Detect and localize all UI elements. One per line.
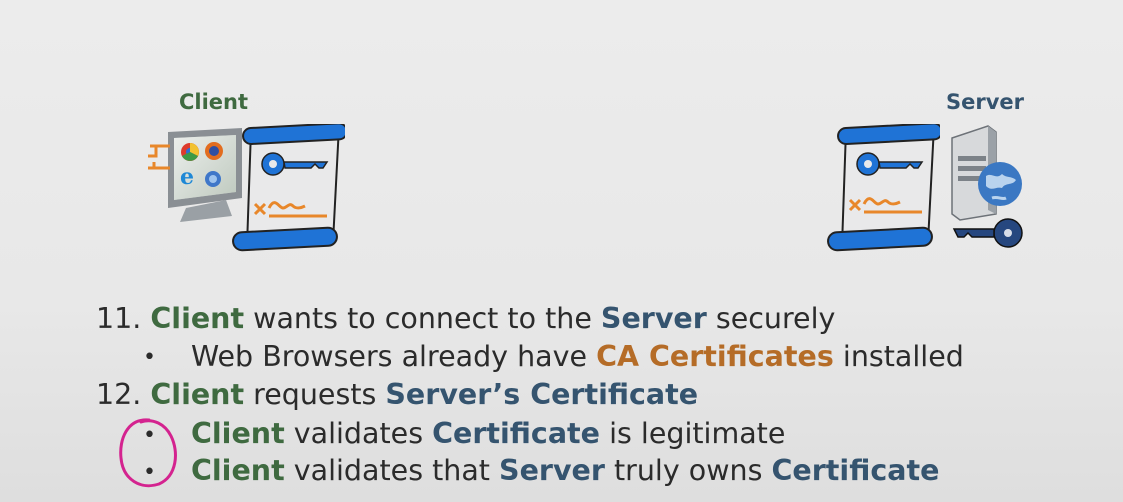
server-term: Certificate	[432, 417, 601, 450]
server-term: Server	[600, 302, 707, 335]
server-tower-icon	[951, 125, 1022, 221]
annotation-circle	[119, 418, 177, 488]
bullet-mark: •	[143, 423, 156, 448]
step-11-bullet-1: Web Browsers already have CA Certificate…	[191, 340, 964, 374]
ca-term: CA Certificates	[596, 340, 834, 373]
client-term: Client	[191, 454, 285, 487]
plain-text: truly owns	[604, 454, 772, 487]
step-text: Client requests Server’s Certificate	[150, 378, 698, 411]
step-number: 11.	[96, 302, 142, 335]
bullet-mark: •	[143, 460, 156, 485]
step-12-bullet-1: Client validates Certificate is legitima…	[191, 417, 785, 451]
bullet-text: Client validates that Server truly owns …	[191, 454, 939, 487]
plain-text: securely	[706, 302, 836, 335]
step-11: 11. Client wants to connect to the Serve…	[96, 302, 835, 336]
plain-text: wants to connect to the	[244, 302, 601, 335]
client-computer-icon: e	[148, 128, 242, 222]
step-12-bullet-2: Client validates that Server truly owns …	[191, 454, 939, 488]
client-label: Client	[179, 90, 249, 114]
server-term: Server’s Certificate	[385, 378, 699, 411]
plain-text: installed	[833, 340, 964, 373]
plain-text: validates that	[284, 454, 500, 487]
client-term: Client	[150, 302, 245, 335]
server-term: Server	[499, 454, 605, 487]
server-certificate-scroll-icon	[827, 124, 940, 252]
server-label: Server	[946, 90, 1025, 114]
step-text: Client wants to connect to the Server se…	[150, 302, 835, 335]
step-number: 12.	[96, 378, 142, 411]
server-term: Certificate	[771, 454, 940, 487]
client-term: Client	[191, 417, 285, 450]
client-certificate-scroll-icon	[232, 124, 345, 252]
plain-text: Web Browsers already have	[191, 340, 597, 373]
bullet-text: Client validates Certificate is legitima…	[191, 417, 785, 450]
bullet-text: Web Browsers already have CA Certificate…	[191, 340, 964, 373]
server-private-key-icon	[952, 218, 1023, 248]
client-term: Client	[150, 378, 245, 411]
svg-text:e: e	[180, 164, 194, 190]
step-12: 12. Client requests Server’s Certificate	[96, 378, 698, 412]
plain-text: validates	[284, 417, 433, 450]
bullet-mark: •	[143, 345, 156, 370]
plain-text: is legitimate	[600, 417, 786, 450]
plain-text: requests	[244, 378, 386, 411]
